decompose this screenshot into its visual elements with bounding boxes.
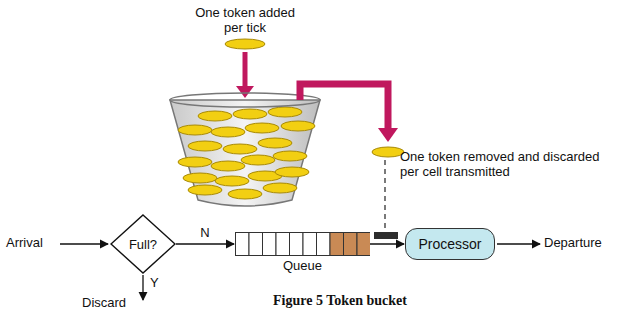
add-arrowhead	[236, 86, 254, 98]
token	[223, 144, 257, 154]
queue-buffer: Queue	[235, 232, 370, 273]
token	[273, 151, 307, 161]
token	[372, 147, 404, 157]
token	[198, 111, 232, 121]
annotation: One token removed and discarded per cell…	[400, 150, 600, 180]
bucket	[170, 100, 320, 206]
decision-text: Full?	[110, 214, 176, 274]
bucket-tokens	[178, 107, 315, 199]
token	[188, 141, 222, 151]
flow-label: Discard	[82, 296, 126, 311]
processor-box: Processor	[405, 228, 495, 260]
flow-label: Departure	[544, 236, 602, 251]
token	[281, 121, 315, 131]
decision-diamond: Full?	[110, 214, 176, 274]
token	[241, 155, 275, 165]
token	[233, 109, 267, 119]
processor-text: Processor	[418, 236, 481, 252]
edge-label: N	[198, 226, 211, 240]
add-arrow	[243, 52, 248, 88]
token	[183, 173, 217, 183]
token	[215, 176, 249, 186]
flow-arrow	[176, 243, 234, 244]
flow-label: Arrival	[6, 236, 43, 251]
token	[275, 167, 309, 177]
token	[263, 183, 297, 193]
departure-arrow	[497, 243, 540, 244]
branch-label: Y	[150, 276, 159, 291]
token	[268, 107, 302, 117]
token	[211, 127, 245, 137]
token	[188, 185, 222, 195]
token	[245, 123, 279, 133]
annotation: One token added per tick	[185, 6, 305, 36]
discard-arrow	[142, 275, 143, 300]
token	[225, 39, 265, 49]
remove-pipe	[300, 84, 388, 130]
token	[228, 189, 262, 199]
token	[178, 125, 212, 135]
queue-cells	[235, 232, 370, 256]
remove-arrowhead	[378, 128, 398, 142]
token	[211, 161, 245, 171]
token	[258, 138, 292, 148]
dashed-link	[384, 160, 385, 232]
arrival-arrow	[60, 243, 108, 244]
queue-label: Queue	[235, 258, 370, 273]
token	[178, 157, 212, 167]
flow-arrow	[370, 243, 404, 244]
cell-bar	[374, 232, 398, 239]
figure-caption: Figure 5 Token bucket	[225, 293, 455, 309]
